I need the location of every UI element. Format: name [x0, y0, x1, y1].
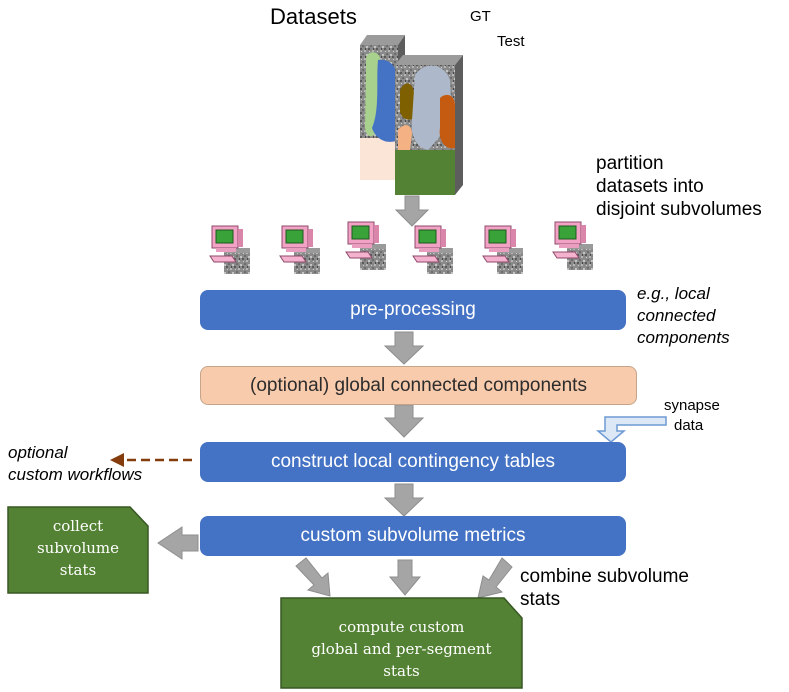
partition-note: partition datasets into disjoint subvolu… [596, 153, 762, 220]
arrow-metrics-to-compute-left [295, 557, 331, 597]
step-global-connected-components: (optional) global connected components [200, 366, 637, 405]
computer-icon [482, 225, 524, 275]
compute-box-text: compute custom global and per-segment st… [311, 618, 492, 680]
collect-box-text: collect subvolume stats [36, 517, 120, 579]
synapse-arrow [595, 416, 667, 443]
computer-row [209, 221, 594, 275]
combine-note: combine subvolume stats [520, 566, 689, 610]
arrow-metrics-to-compute-right [477, 557, 513, 599]
step-contingency-tables: construct local contingency tables [200, 442, 626, 482]
computer-icon [552, 221, 594, 271]
arrow-metrics-to-collect [157, 526, 199, 560]
collect-box-shape [7, 506, 149, 594]
computer-icon [209, 225, 251, 275]
arrow-metrics-to-compute-center [388, 559, 422, 596]
datasets-title: Datasets [270, 4, 357, 29]
preprocessing-note: e.g., local connected components [637, 284, 730, 347]
gt-volume-block [360, 35, 405, 180]
optional-workflow-arrow [110, 453, 192, 467]
test-volume-block [395, 55, 463, 195]
arrow-datasets-to-computers [394, 195, 430, 227]
step-preprocessing: pre-processing [200, 290, 626, 330]
arrow-preproc-to-global [383, 331, 425, 365]
step-custom-metrics: custom subvolume metrics [200, 516, 626, 556]
test-label: Test [497, 33, 525, 50]
computer-icon [279, 225, 321, 275]
synapse-note: synapse data [664, 397, 720, 434]
optional-note: optional custom workflows [8, 443, 143, 484]
arrow-global-to-contingency [383, 404, 425, 438]
computer-icon [412, 225, 454, 275]
computer-icon [345, 221, 387, 271]
gt-label: GT [470, 8, 491, 25]
compute-box-shape [280, 597, 523, 689]
arrow-contingency-to-metrics [383, 483, 425, 517]
